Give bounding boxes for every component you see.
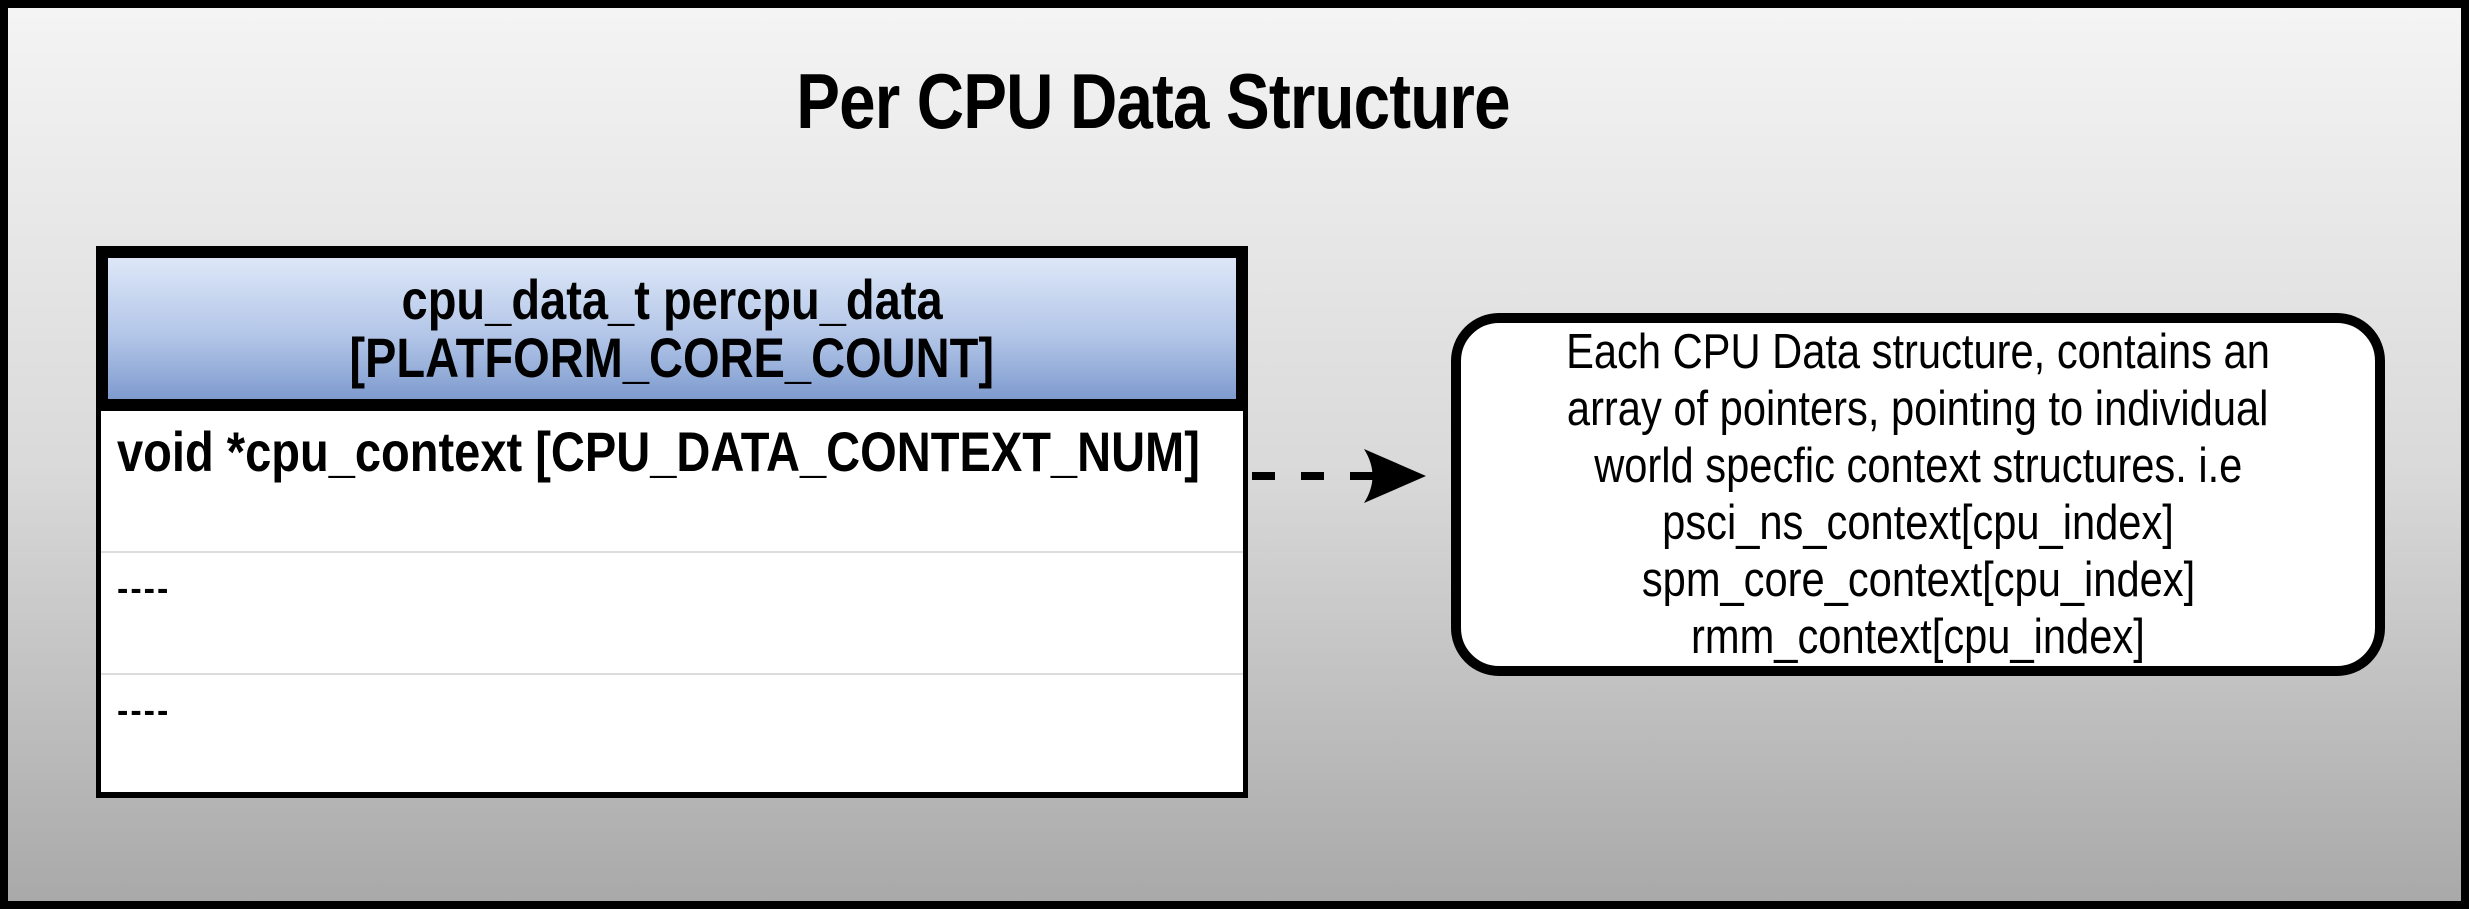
callout-line: array of pointers, pointing to individua… bbox=[1567, 381, 2269, 436]
table-row: void *cpu_context [CPU_DATA_CONTEXT_NUM] bbox=[101, 411, 1243, 551]
callout-line: world specfic context structures. i.e bbox=[1593, 438, 2243, 493]
table-row-label: ---- bbox=[117, 570, 171, 608]
table-header-line-1: cpu_data_t percpu_data bbox=[401, 267, 943, 331]
annotation-callout: Each CPU Data structure, contains an arr… bbox=[1451, 313, 2385, 676]
callout-line: psci_ns_context[cpu_index] bbox=[1662, 495, 2174, 550]
table-header-line-2: [PLATFORM_CORE_COUNT] bbox=[349, 325, 995, 389]
table-header: cpu_data_t percpu_data [PLATFORM_CORE_CO… bbox=[96, 246, 1248, 411]
callout-line: rmm_context[cpu_index] bbox=[1691, 609, 2145, 664]
table-row-label: void *cpu_context [CPU_DATA_CONTEXT_NUM] bbox=[117, 420, 1200, 483]
table-row: ---- bbox=[101, 673, 1243, 798]
callout-line: spm_core_context[cpu_index] bbox=[1641, 552, 2195, 607]
diagram-title: Per CPU Data Structure bbox=[796, 57, 1510, 145]
cpu-data-table: cpu_data_t percpu_data [PLATFORM_CORE_CO… bbox=[96, 246, 1248, 798]
table-row-label: ---- bbox=[117, 692, 171, 730]
arrow-head-icon bbox=[1364, 449, 1426, 503]
table-body: void *cpu_context [CPU_DATA_CONTEXT_NUM]… bbox=[96, 411, 1248, 798]
table-row: ---- bbox=[101, 551, 1243, 673]
callout-line: Each CPU Data structure, contains an bbox=[1566, 324, 2270, 379]
